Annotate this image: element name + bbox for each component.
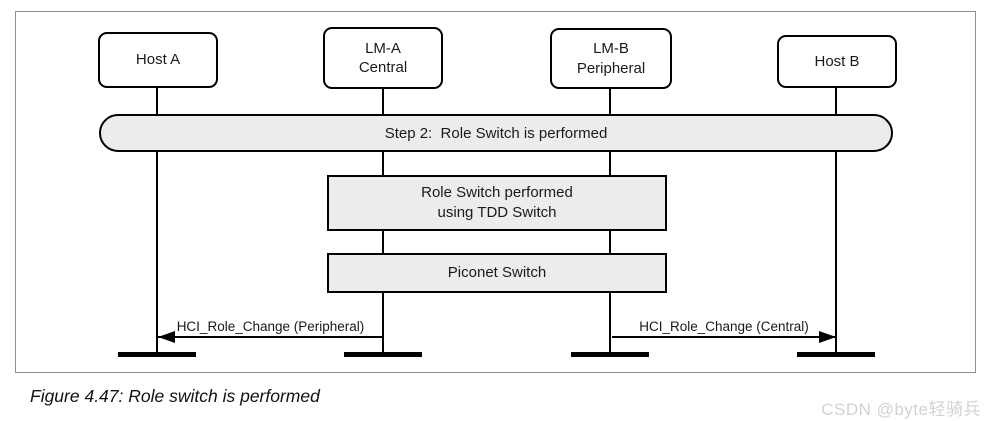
message-label-role-change-peripheral: HCI_Role_Change (Peripheral): [176, 319, 365, 334]
termination-bar-host-a: [118, 352, 196, 357]
message-line-role-change-central: [612, 336, 836, 338]
actor-box-host-b: Host B: [777, 35, 897, 88]
actor-label: Central: [358, 59, 408, 76]
actor-box-lm-a-central: LM-A Central: [323, 27, 443, 89]
process-box-label: using TDD Switch: [437, 204, 557, 221]
actor-box-lm-b-peripheral: LM-B Peripheral: [550, 28, 672, 89]
actor-label: LM-A: [365, 39, 401, 57]
actor-box-host-a: Host A: [98, 32, 218, 88]
step-banner-label: Step 2: Role Switch is performed: [384, 124, 608, 142]
process-box-label: Piconet Switch: [447, 263, 547, 281]
arrowhead-left-icon: [158, 331, 175, 343]
message-line-role-change-peripheral: [158, 336, 383, 338]
process-box-piconet-switch: Piconet Switch: [327, 253, 667, 293]
termination-bar-lm-a: [344, 352, 422, 357]
actor-label: LM-B: [593, 40, 629, 57]
termination-bar-lm-b: [571, 352, 649, 357]
lifeline-host-a: [156, 88, 158, 355]
process-box-label: Role Switch performed: [421, 183, 573, 201]
actor-label: Host A: [135, 51, 181, 69]
message-label-role-change-central: HCI_Role_Change (Central): [639, 319, 809, 334]
lifeline-host-b: [835, 88, 837, 355]
figure-caption: Figure 4.47: Role switch is performed: [30, 386, 320, 406]
arrowhead-right-icon: [819, 331, 836, 343]
actor-label: Host B: [814, 52, 860, 70]
step-banner: Step 2: Role Switch is performed: [99, 114, 893, 152]
actor-label: Peripheral: [576, 59, 646, 77]
termination-bar-host-b: [797, 352, 875, 357]
csdn-watermark: CSDN @byte轻骑兵: [821, 400, 981, 419]
process-box-tdd-switch: Role Switch performed using TDD Switch: [327, 175, 667, 231]
